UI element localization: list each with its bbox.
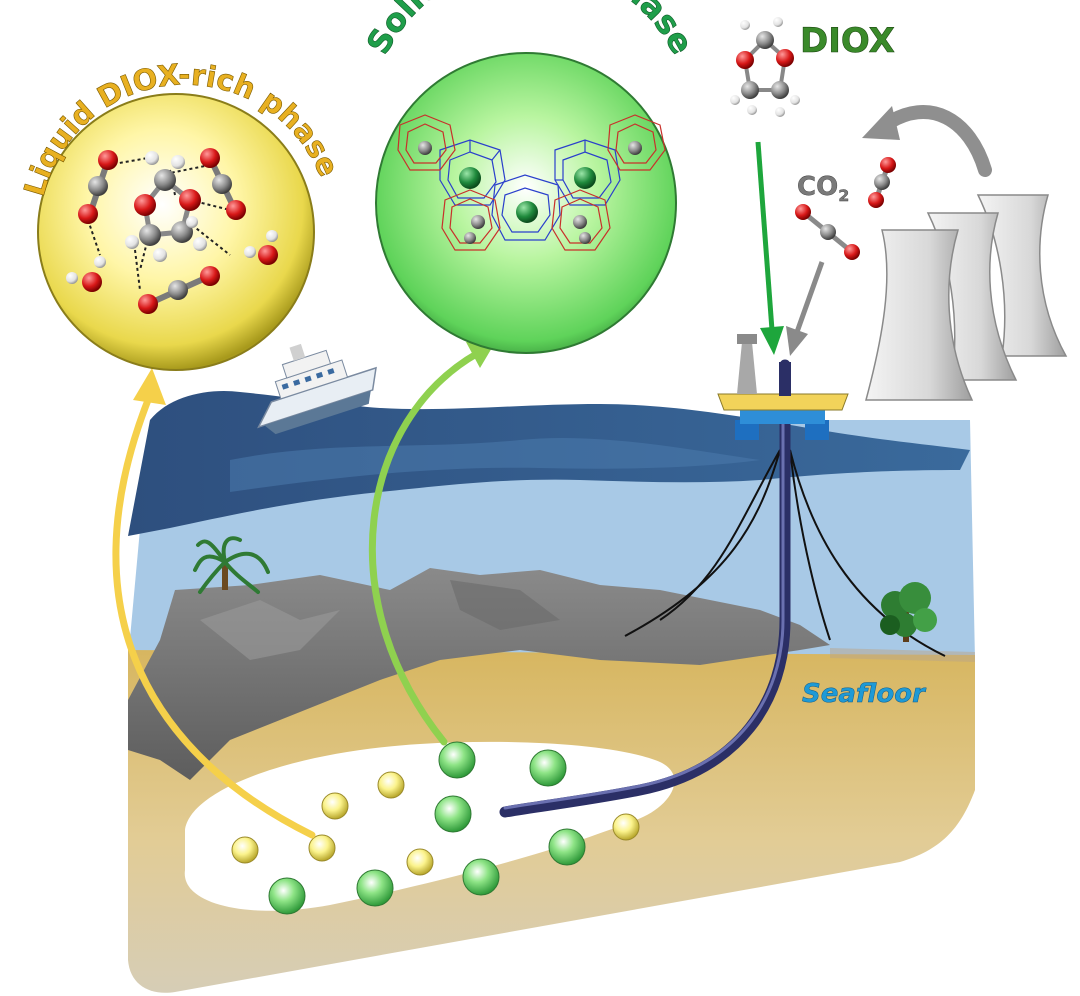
ship-icon <box>257 343 377 435</box>
diox-molecule-icon <box>125 151 207 262</box>
oil-platform-icon <box>717 334 849 440</box>
yellow-arrow <box>112 368 316 839</box>
diox-label: DIOX <box>800 21 895 61</box>
solid-phase-label: Solid hydrate phase <box>359 0 701 60</box>
mooring-line-left-1 <box>624 449 781 637</box>
well-and-moorings <box>499 359 946 818</box>
hydrate-cage-icon <box>397 114 666 251</box>
co2-label: CO2 <box>797 172 849 205</box>
recycle-arrow <box>862 105 992 177</box>
green-hydrate-particles <box>268 741 586 915</box>
diox-arrow <box>755 141 784 355</box>
mooring-line-right-2 <box>789 449 831 641</box>
well-pipe <box>499 359 791 818</box>
co2-arrow <box>786 261 825 356</box>
cooling-tower-icon <box>865 194 1068 401</box>
water-molecule-icon <box>66 256 106 292</box>
co2-molecule-icon <box>795 204 860 260</box>
palm-tree-icon <box>193 536 270 594</box>
co2-molecule-icon <box>868 157 896 208</box>
tree-icon <box>880 582 937 642</box>
seafloor-label: Seafloor <box>802 679 927 709</box>
diox-molecule-icon <box>730 17 800 117</box>
solid-phase-sphere <box>375 52 677 354</box>
water-molecule-icon <box>244 230 278 265</box>
co2-molecule-icon <box>200 148 246 220</box>
co2-molecule-icon <box>78 150 118 224</box>
yellow-droplets <box>231 771 640 876</box>
liquid-phase-sphere <box>37 93 315 371</box>
mooring-line-right <box>789 449 946 657</box>
co2-molecule-icon <box>138 266 220 314</box>
mooring-line-left-2 <box>659 449 781 621</box>
